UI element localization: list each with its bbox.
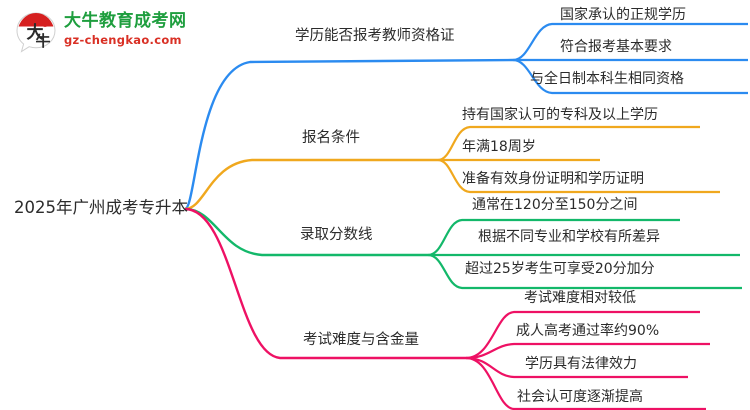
branch-node-3-label: 录取分数线 xyxy=(300,227,373,243)
logo-text: 大牛教育成考网 gz-chengkao.com xyxy=(64,10,204,48)
branch-1-connectors xyxy=(183,22,748,211)
leaf-node-1-2: 符合报考基本要求 xyxy=(560,39,672,55)
branch-4-leaf-4-connector xyxy=(465,356,706,410)
branch-2-leaf-3-connector xyxy=(437,158,720,194)
branch-node-2-label: 报名条件 xyxy=(302,130,360,146)
leaf-node-4-4: 社会认可度逐渐提高 xyxy=(517,389,643,405)
leaf-node-4-1: 考试难度相对较低 xyxy=(524,290,636,306)
branch-3-leaf-1-connector xyxy=(427,218,680,257)
leaf-node-3-3: 超过25岁考生可享受20分加分 xyxy=(465,261,655,277)
leaf-node-2-1: 持有国家认可的专科及以上学历 xyxy=(462,107,658,123)
da-niu-speech-bubble-logo-icon: 大 牛 xyxy=(16,12,56,53)
mindmap-root-node: 2025年广州成考专升本 xyxy=(14,198,188,217)
branch-1-leaf-3-connector xyxy=(512,58,748,95)
leaf-node-1-1: 国家承认的正规学历 xyxy=(560,7,686,23)
branch-4-leaf-1-connector xyxy=(465,310,700,360)
svg-text:大: 大 xyxy=(27,22,44,43)
svg-text:牛: 牛 xyxy=(35,32,50,50)
leaf-node-3-1: 通常在120分至150分之间 xyxy=(472,197,638,213)
branch-1-trunk xyxy=(183,58,514,211)
branch-2-trunk xyxy=(184,158,438,211)
branch-3-leaf-3-connector xyxy=(427,253,742,290)
branch-node-4-label: 考试难度与含金量 xyxy=(303,332,419,348)
branch-2-leaf-1-connector xyxy=(437,125,700,162)
leaf-node-2-2: 年满18周岁 xyxy=(462,139,536,155)
branch-1-leaf-1-connector xyxy=(512,22,748,62)
logo-subtitle: gz-chengkao.com xyxy=(64,33,182,47)
leaf-node-3-2: 根据不同专业和学校有所差异 xyxy=(478,229,660,245)
branch-node-1-label: 学历能否报考教师资格证 xyxy=(295,28,455,44)
branch-4-connectors xyxy=(184,207,710,410)
branch-4-trunk xyxy=(184,207,466,360)
logo-title: 大牛教育成考网 xyxy=(64,11,187,31)
branch-3-connectors xyxy=(184,207,742,290)
branch-2-connectors xyxy=(184,125,720,211)
site-logo: 大 牛 大牛教育成考网 gz-chengkao.com xyxy=(14,8,204,56)
leaf-node-4-3: 学历具有法律效力 xyxy=(525,356,637,372)
leaf-node-4-2: 成人高考通过率约90% xyxy=(516,323,660,339)
leaf-node-2-3: 准备有效身份证明和学历证明 xyxy=(462,171,644,187)
leaf-node-1-3: 与全日制本科生相同资格 xyxy=(530,71,684,87)
